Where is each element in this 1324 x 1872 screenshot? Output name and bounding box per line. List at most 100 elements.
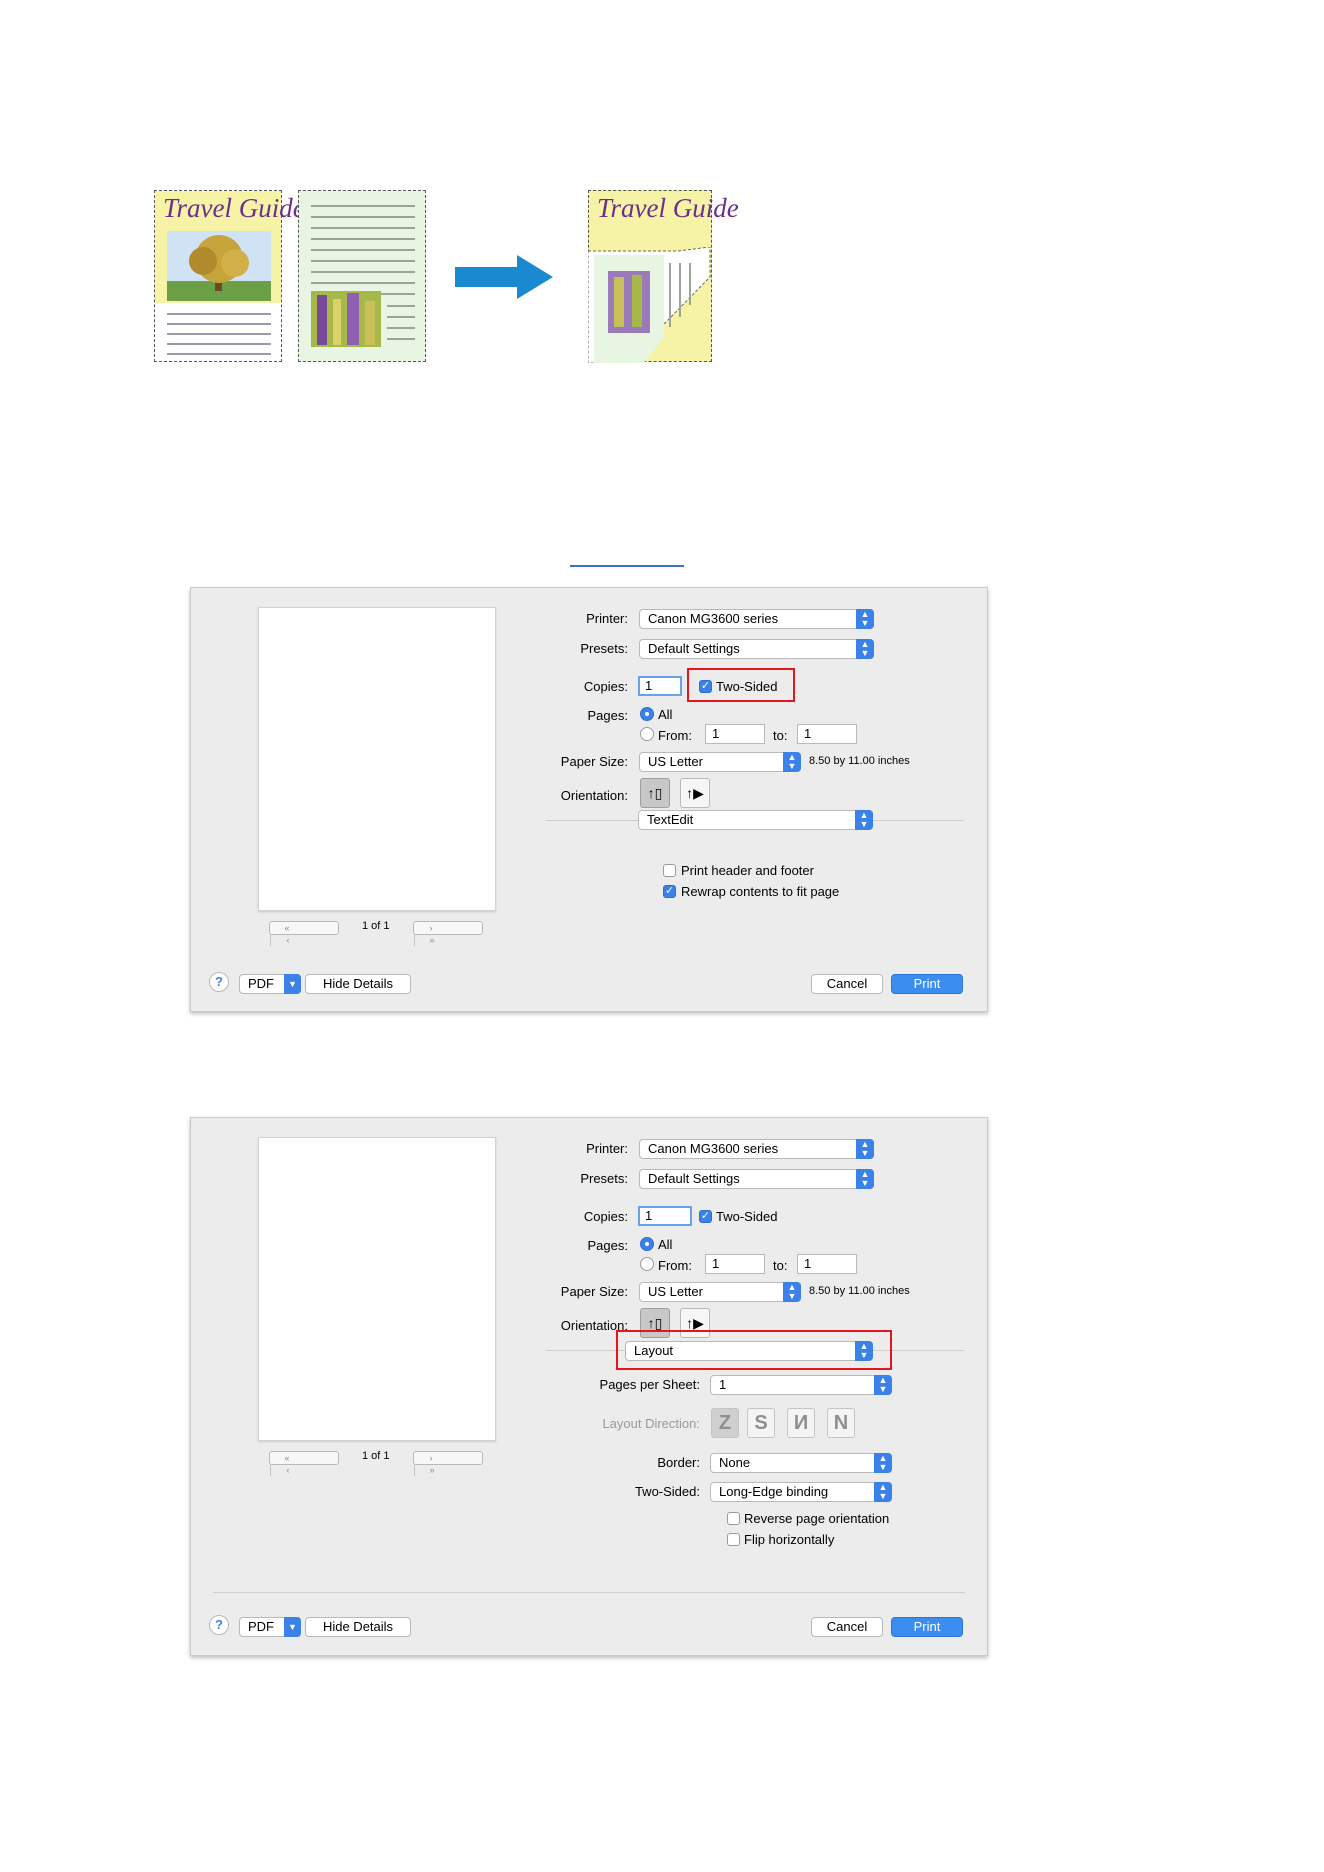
two-sided-checkbox[interactable]: ✓: [699, 680, 712, 693]
pages-all-radio[interactable]: [640, 707, 654, 721]
result-two-sided-page: Travel Guide: [588, 190, 739, 363]
layout-direction-label: Layout Direction:: [602, 1416, 700, 1431]
flip-horizontally-label: Flip horizontally: [744, 1532, 835, 1547]
page-indicator: 1 of 1: [362, 920, 390, 932]
help-icon[interactable]: ?: [209, 1615, 229, 1635]
rewrap-label: Rewrap contents to fit page: [681, 884, 840, 899]
first-page-icon[interactable]: «: [284, 923, 290, 933]
preview-next-last-buttons[interactable]: ›»: [413, 921, 483, 946]
two-sided-setting-label: Two-Sided:: [634, 1484, 700, 1499]
pdf-menu-button[interactable]: PDF ▼: [239, 1617, 301, 1637]
popup-arrows-icon: ▲▼: [874, 1453, 892, 1473]
paper-size-value: US Letter: [648, 754, 703, 769]
prev-page-icon[interactable]: ‹: [270, 934, 305, 946]
popup-arrows-icon: ▲▼: [856, 609, 874, 629]
link-underline[interactable]: [570, 565, 684, 567]
cancel-button[interactable]: Cancel: [811, 974, 883, 994]
landscape-orientation-icon[interactable]: ↑▶: [680, 1308, 710, 1338]
to-label: to:: [773, 728, 788, 743]
presets-value: Default Settings: [648, 641, 740, 656]
paper-size-description: 8.50 by 11.00 inches: [809, 755, 910, 767]
two-sided-checkbox[interactable]: ✓: [699, 1210, 712, 1223]
print-header-footer-checkbox[interactable]: [663, 864, 676, 877]
from-field[interactable]: 1: [705, 724, 765, 744]
next-page-icon[interactable]: ›: [429, 1453, 433, 1463]
rewrap-checkbox[interactable]: ✓: [663, 885, 676, 898]
border-value: None: [719, 1455, 751, 1470]
presets-popup[interactable]: Default Settings ▲▼: [639, 1169, 874, 1189]
pages-per-sheet-value: 1: [719, 1377, 727, 1392]
print-header-footer-label: Print header and footer: [681, 863, 814, 878]
to-label: to:: [773, 1258, 788, 1273]
pdf-menu-button[interactable]: PDF ▼: [239, 974, 301, 994]
copies-field[interactable]: 1: [638, 1206, 692, 1226]
printer-popup[interactable]: Canon MG3600 series ▲▼: [639, 609, 874, 629]
pdf-label: PDF: [248, 976, 274, 991]
printer-popup[interactable]: Canon MG3600 series ▲▼: [639, 1139, 874, 1159]
presets-value: Default Settings: [648, 1171, 740, 1186]
popup-arrows-icon: ▲▼: [856, 1139, 874, 1159]
panel-popup[interactable]: TextEdit ▲▼: [638, 810, 873, 830]
print-button[interactable]: Print: [891, 974, 963, 994]
pages-from-radio[interactable]: [640, 1257, 654, 1271]
pages-per-sheet-label: Pages per Sheet:: [599, 1377, 700, 1392]
help-icon[interactable]: ?: [209, 972, 229, 992]
print-dialog-layout: «‹ 1 of 1 ›» Printer: Canon MG3600 serie…: [190, 1117, 988, 1656]
page-preview: [258, 607, 496, 911]
pages-all-radio[interactable]: [640, 1237, 654, 1251]
portrait-orientation-icon[interactable]: ↑▯: [640, 778, 670, 808]
popup-arrows-icon: ▲▼: [783, 752, 801, 772]
paper-size-popup[interactable]: US Letter ▲▼: [639, 1282, 801, 1302]
first-page-icon[interactable]: «: [284, 1453, 290, 1463]
popup-arrows-icon: ▲▼: [855, 810, 873, 830]
prev-page-icon[interactable]: ‹: [270, 1464, 305, 1476]
chevron-down-icon: ▼: [284, 974, 301, 994]
paper-size-popup[interactable]: US Letter ▲▼: [639, 752, 801, 772]
preview-first-prev-buttons[interactable]: «‹: [269, 1451, 339, 1476]
from-field[interactable]: 1: [705, 1254, 765, 1274]
popup-arrows-icon: ▲▼: [856, 1169, 874, 1189]
doc-title-result: Travel Guide: [597, 193, 739, 223]
cancel-button[interactable]: Cancel: [811, 1617, 883, 1637]
next-page-icon[interactable]: ›: [429, 923, 433, 933]
flip-horizontally-checkbox[interactable]: [727, 1533, 740, 1546]
page-preview: [258, 1137, 496, 1441]
hide-details-button[interactable]: Hide Details: [305, 1617, 411, 1637]
paper-size-value: US Letter: [648, 1284, 703, 1299]
pages-label: Pages:: [587, 708, 628, 723]
presets-label: Presets:: [580, 641, 628, 656]
printer-value: Canon MG3600 series: [648, 1141, 779, 1156]
doc-title: Travel Guide: [163, 193, 305, 223]
highlight-two-sided: [687, 668, 795, 702]
hide-details-button[interactable]: Hide Details: [305, 974, 411, 994]
pages-per-sheet-popup[interactable]: 1 ▲▼: [710, 1375, 892, 1395]
chevron-down-icon: ▼: [284, 1617, 301, 1637]
reverse-orientation-label: Reverse page orientation: [744, 1511, 890, 1526]
popup-arrows-icon: ▲▼: [874, 1375, 892, 1395]
panel-value: TextEdit: [647, 812, 694, 827]
preview-first-prev-buttons[interactable]: «‹: [269, 921, 339, 946]
layout-direction-z-icon: Z: [711, 1408, 739, 1438]
layout-direction-n-reverse-icon: И: [787, 1408, 815, 1438]
copies-field[interactable]: 1: [638, 676, 682, 696]
landscape-orientation-icon[interactable]: ↑▶: [680, 778, 710, 808]
presets-popup[interactable]: Default Settings ▲▼: [639, 639, 874, 659]
two-sided-popup[interactable]: Long-Edge binding ▲▼: [710, 1482, 892, 1502]
pages-from-radio[interactable]: [640, 727, 654, 741]
to-field[interactable]: 1: [797, 1254, 857, 1274]
print-button[interactable]: Print: [891, 1617, 963, 1637]
preview-next-last-buttons[interactable]: ›»: [413, 1451, 483, 1476]
reverse-orientation-checkbox[interactable]: [727, 1512, 740, 1525]
two-sided-label: Two-Sided: [716, 1209, 778, 1224]
popup-arrows-icon: ▲▼: [874, 1482, 892, 1502]
two-sided-value: Long-Edge binding: [719, 1484, 829, 1499]
source-page-1: Travel Guide: [154, 190, 305, 362]
right-arrow-icon: [455, 255, 553, 299]
to-field[interactable]: 1: [797, 724, 857, 744]
paper-size-label: Paper Size:: [560, 754, 628, 769]
panel-popup[interactable]: Layout ▲▼: [625, 1341, 873, 1361]
last-page-icon[interactable]: »: [414, 1464, 449, 1476]
portrait-orientation-icon[interactable]: ↑▯: [640, 1308, 670, 1338]
border-popup[interactable]: None ▲▼: [710, 1453, 892, 1473]
last-page-icon[interactable]: »: [414, 934, 449, 946]
